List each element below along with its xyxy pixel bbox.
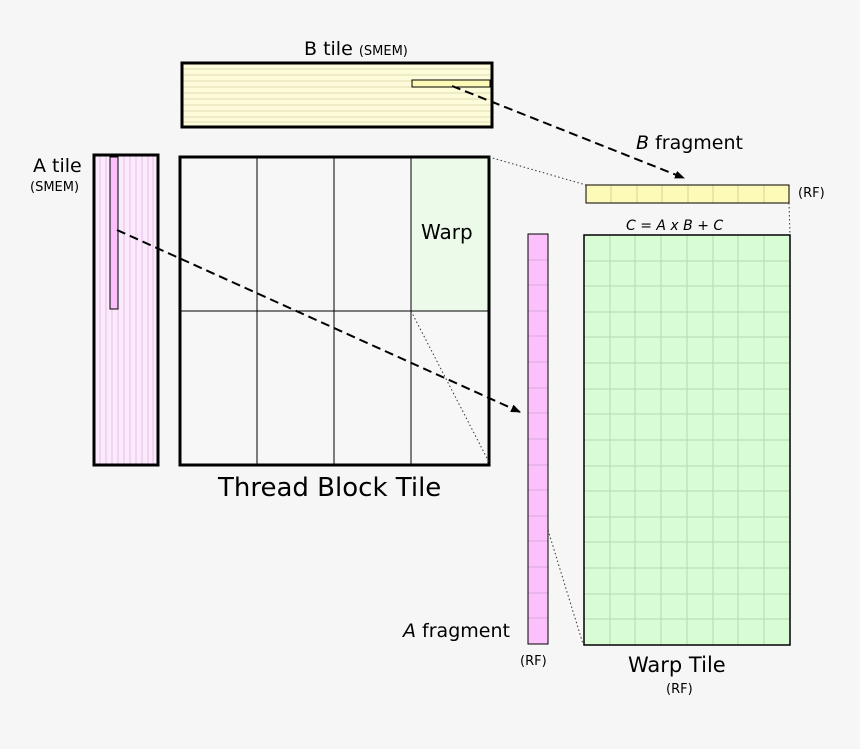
thread-block-tile-label: Thread Block Tile — [218, 473, 442, 503]
a-tile-border — [92, 153, 160, 467]
b-fragment — [585, 184, 790, 204]
b-fragment-cell-lines — [610, 185, 765, 203]
a-tile-label: A tile — [33, 155, 82, 177]
projection-line-a-bottom — [547, 529, 584, 645]
thread-block-tile-border — [178, 155, 491, 467]
a-fragment-border — [527, 233, 549, 645]
thread-block-grid-lines — [180, 157, 489, 465]
b-tile-label-text: B tile — [304, 38, 353, 60]
warp-cell — [411, 157, 489, 311]
projection-lines — [410, 156, 791, 645]
a-fragment-cell-lines — [528, 259, 548, 619]
a-load-arrow — [116, 229, 521, 413]
a-tile-fill — [94, 155, 158, 465]
b-tile-row-lines — [182, 68, 492, 123]
projection-line-b-bottom — [788, 202, 791, 236]
b-tile-label: B tile (SMEM) — [304, 40, 408, 59]
warp-tile-memory-label: (RF) — [666, 682, 693, 697]
a-fragment-label: A fragment — [403, 622, 510, 641]
b-fragment-label: B fragment — [636, 134, 743, 153]
b-fragment-word: fragment — [655, 132, 743, 154]
warp-label: Warp — [421, 220, 473, 244]
b-fragment-variable: B — [636, 132, 650, 154]
warp-tile-border — [583, 234, 791, 646]
a-tile-memory-label: (SMEM) — [30, 180, 80, 195]
projection-line-b-top — [488, 156, 587, 186]
b-tile — [180, 61, 494, 129]
b-tile-border — [180, 61, 494, 129]
b-tile-selected-row — [411, 79, 491, 88]
b-fragment-border — [585, 184, 790, 204]
a-fragment-memory-label: (RF) — [520, 654, 547, 669]
a-tile-selected-column — [109, 156, 119, 310]
a-fragment — [527, 233, 549, 645]
a-tile — [92, 153, 160, 467]
warp-tile-grid-lines — [584, 235, 790, 645]
projection-line-a-top — [410, 310, 492, 467]
a-tile-column-lines — [99, 155, 154, 465]
b-fragment-memory-label: (RF) — [798, 186, 825, 201]
a-fragment-variable: A — [403, 620, 416, 642]
equation-label: C = A x B + C — [626, 218, 724, 234]
a-fragment-word: fragment — [422, 620, 510, 642]
thread-block-tile — [178, 155, 491, 467]
warp-tile-label: Warp Tile — [628, 653, 726, 677]
b-tile-memory-label: (SMEM) — [358, 44, 408, 59]
b-tile-fill — [182, 63, 492, 127]
warp-tile — [583, 234, 791, 646]
